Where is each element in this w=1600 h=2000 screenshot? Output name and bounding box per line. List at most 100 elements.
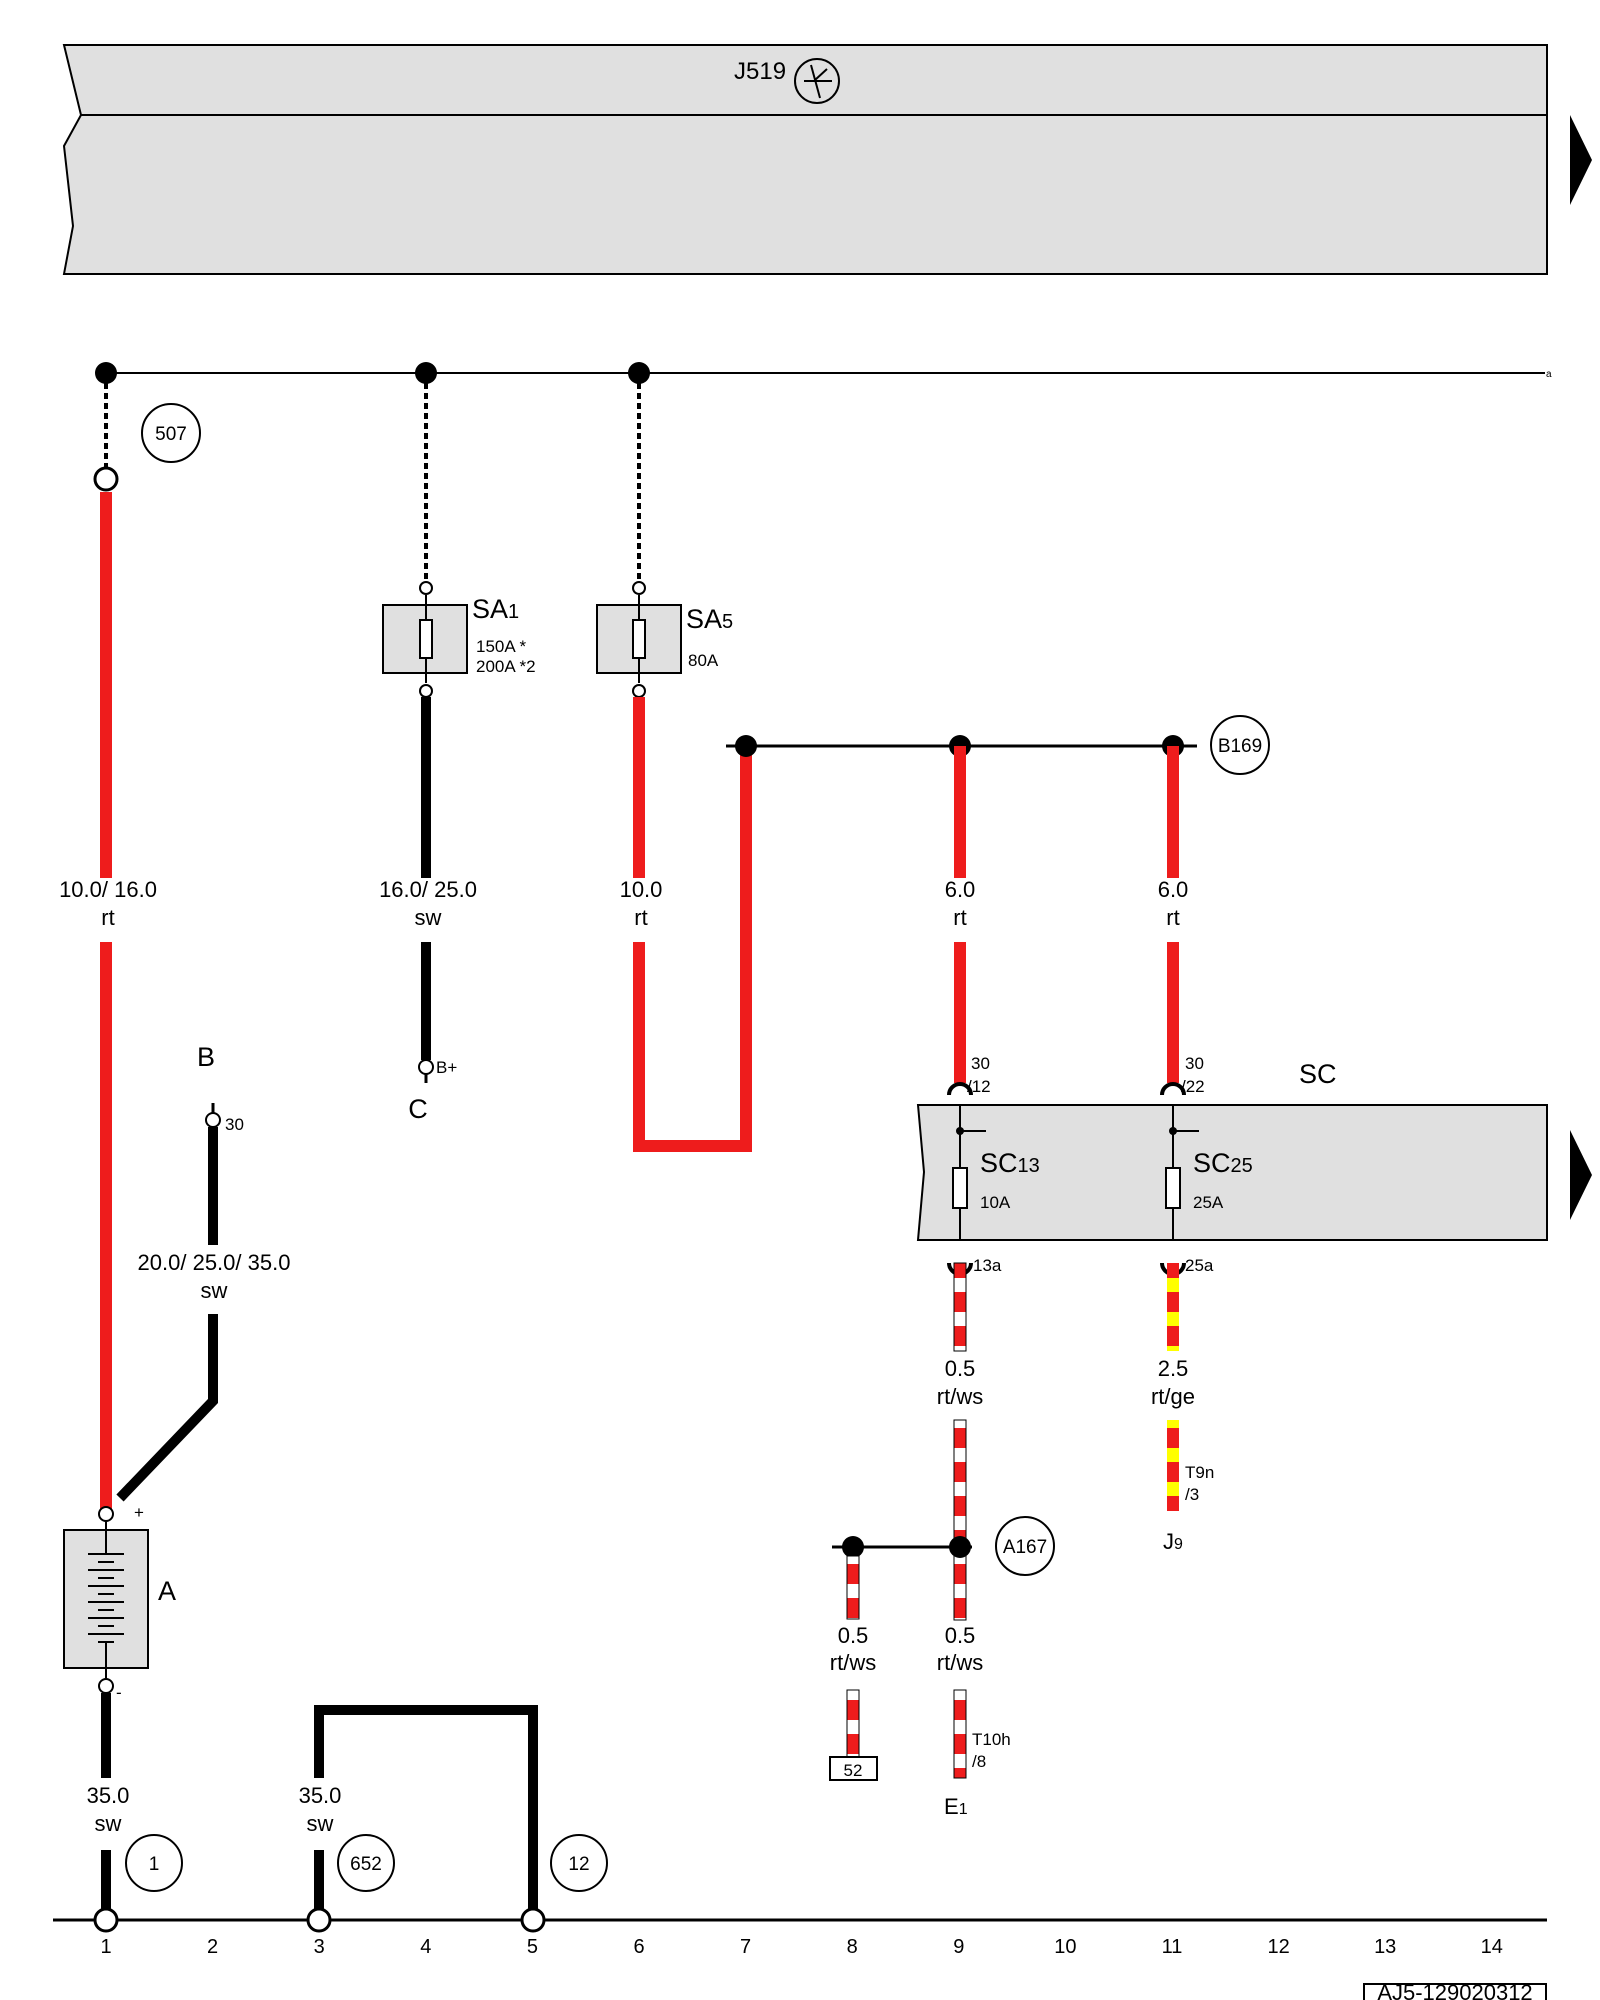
t10h-line2: /8	[972, 1752, 986, 1771]
fuse-sa5-element	[632, 619, 646, 659]
wire-1-gauge: 10.0/ 16.0	[59, 877, 157, 902]
wire-11b-color: rt/ge	[1151, 1384, 1195, 1409]
j9-label: J9	[1163, 1529, 1183, 1554]
battery-a: + A - 35.0 sw 1	[63, 1503, 183, 1910]
sc-out-25-label: 25a	[1185, 1256, 1214, 1275]
circle-12	[550, 1834, 608, 1892]
wire-9b-gauge: 0.5	[945, 1356, 976, 1381]
doc-code: AJ5-129020312	[1377, 1980, 1532, 2000]
wire-9-color: rt	[953, 905, 966, 930]
ground-loop: 35.0 sw 652 12	[299, 1705, 608, 1910]
ruler-number: 11	[1162, 1936, 1183, 1958]
svg-text:1: 1	[149, 1854, 160, 1875]
ruler-number: 4	[420, 1936, 431, 1958]
wire-9c-color: rt/ws	[937, 1650, 983, 1675]
starter-terminal-label: 30	[225, 1115, 244, 1134]
alternator-terminal-label: B+	[436, 1058, 457, 1077]
column-4-cable: SA1 150A * 200A *2 B+ C 16.0/ 25.0 sw	[379, 373, 536, 1124]
column-9-upper: 6.0 rt 30 /12	[945, 746, 991, 1096]
t10h-line1: T10h	[972, 1730, 1011, 1749]
wire-6-color: rt	[634, 905, 647, 930]
column-6-cable: SA5 80A 10.0 rt	[596, 373, 752, 1152]
j519-module: J519	[62, 44, 1592, 275]
fuse-sc13-element	[952, 1167, 968, 1209]
wire-1g-color: sw	[95, 1811, 122, 1836]
circle-a167	[995, 1516, 1055, 1576]
terminal-open-1	[93, 466, 119, 492]
ref-52-box	[829, 1756, 878, 1781]
continuation-arrow-icon	[1570, 115, 1592, 205]
ref-52-label: 52	[844, 1761, 863, 1780]
column-11-upper: 6.0 rt 30 /22	[1158, 746, 1205, 1096]
fuse-holder-sc: SC SC13 10A SC25 25A	[916, 1059, 1592, 1241]
ruler-number: 1	[100, 1936, 111, 1958]
fuse-sc25-name: SC25	[1193, 1148, 1253, 1178]
continuation-arrow-icon	[1570, 1130, 1592, 1220]
wire-11-color: rt	[1166, 905, 1179, 930]
ground-terminal-1	[93, 1907, 119, 1933]
fuse-sa1-element	[419, 619, 433, 659]
wire-6-gauge: 10.0	[620, 877, 663, 902]
column-11-lower: 25a 2.5 rt/ge T9n /3 J9	[1151, 1256, 1214, 1554]
column-1-cable: 507 10.0/ 16.0 rt	[59, 373, 201, 1512]
wire-3g-color: sw	[307, 1811, 334, 1836]
ruler-number: 10	[1054, 1936, 1076, 1958]
doc-code-box	[1363, 1983, 1547, 2000]
ground-terminal-5	[520, 1907, 546, 1933]
fuse-sa1-rating-1: 150A *	[476, 637, 527, 656]
circle-507	[141, 403, 201, 463]
wire-9c-gauge: 0.5	[945, 1623, 976, 1648]
svg-text:B169: B169	[1218, 736, 1262, 757]
wire-11b-gauge: 2.5	[1158, 1356, 1189, 1381]
e1-label: E1	[944, 1794, 968, 1819]
j519-label: J519	[734, 58, 786, 85]
ground-terminal-3	[306, 1907, 332, 1933]
fuse-sc13-name: SC13	[980, 1148, 1040, 1178]
wire-11-gauge: 6.0	[1158, 877, 1189, 902]
ruler-number: 12	[1267, 1936, 1289, 1958]
fuse-holder-label: SC	[1299, 1059, 1337, 1089]
wire-8c-gauge: 0.5	[838, 1623, 869, 1648]
wire-8c-color: rt/ws	[830, 1650, 876, 1675]
svg-text:A167: A167	[1003, 1537, 1047, 1558]
svg-text:507: 507	[155, 424, 187, 445]
starter-b: B 30 20.0/ 25.0/ 35.0 sw	[116, 1042, 291, 1502]
wire-1g-gauge: 35.0	[87, 1783, 130, 1808]
battery-plus-label: +	[134, 1503, 144, 1522]
battery-label: A	[158, 1576, 176, 1606]
ruler-number: 7	[740, 1936, 751, 1958]
ruler-number: 6	[633, 1936, 644, 1958]
wire-b-gauge: 20.0/ 25.0/ 35.0	[138, 1250, 291, 1275]
battery-icon	[88, 1530, 124, 1668]
svg-text:12: 12	[568, 1854, 589, 1875]
wire-1-color: rt	[101, 905, 114, 930]
column-9-lower: 13a 0.5 rt/ws	[937, 1256, 1002, 1621]
battery-minus-label: -	[116, 1683, 122, 1702]
wire-4-color: sw	[415, 905, 442, 930]
ruler-number: 9	[953, 1936, 964, 1958]
fuse-sc13-rating: 10A	[980, 1193, 1011, 1212]
j519-symbol-icon	[794, 58, 840, 104]
fuse-sa1-rating-2: 200A *2	[476, 657, 536, 676]
fuse-sc25-rating: 25A	[1193, 1193, 1224, 1212]
starter-label: B	[197, 1042, 215, 1072]
circle-652	[337, 1834, 395, 1892]
wire-3g-gauge: 35.0	[299, 1783, 342, 1808]
t9n-line2: /3	[1185, 1485, 1199, 1504]
ruler-number: 8	[847, 1936, 858, 1958]
ruler-number: 5	[527, 1936, 538, 1958]
sc-in-13-line2: /12	[967, 1077, 991, 1096]
wire-9-gauge: 6.0	[945, 877, 976, 902]
fuse-sa5-rating: 80A	[688, 651, 719, 670]
ruler-number: 3	[314, 1936, 325, 1958]
circle-ground-1	[125, 1834, 183, 1892]
ruler-number: 2	[207, 1936, 218, 1958]
sc-in-25-line2: /22	[1181, 1077, 1205, 1096]
b169-bus: B169	[726, 715, 1270, 775]
fuse-sc25-element	[1165, 1167, 1181, 1209]
circle-b169	[1210, 715, 1270, 775]
fuse-holder-panel	[916, 1104, 1548, 1241]
wire-9b-color: rt/ws	[937, 1384, 983, 1409]
